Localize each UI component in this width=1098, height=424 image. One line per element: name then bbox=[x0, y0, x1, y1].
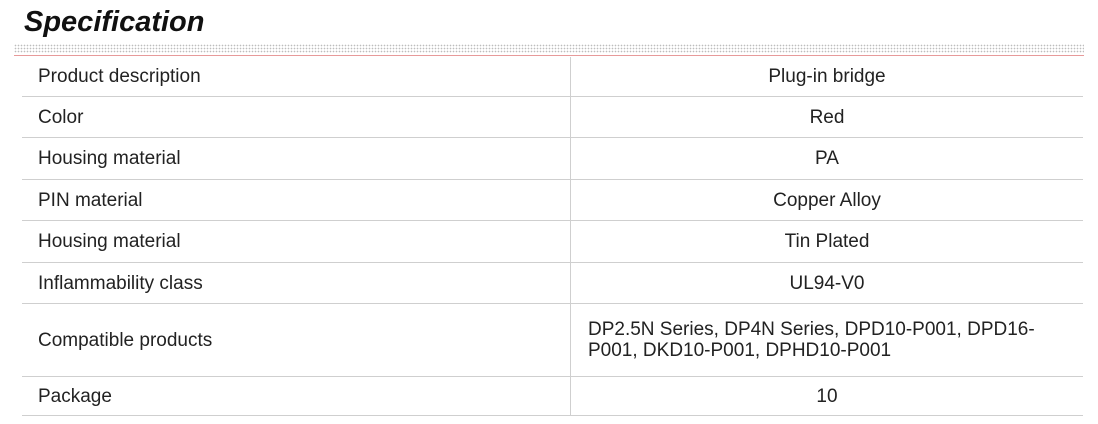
table-row: Package 10 bbox=[22, 376, 1083, 416]
spec-value: Copper Alloy bbox=[570, 179, 1083, 221]
table-row: Housing material Tin Plated bbox=[22, 220, 1083, 263]
spec-value: DP2.5N Series, DP4N Series, DPD10-P001, … bbox=[570, 303, 1083, 377]
spec-value: PA bbox=[570, 137, 1083, 180]
spec-value: Red bbox=[570, 96, 1083, 138]
table-row: Housing material PA bbox=[22, 137, 1083, 180]
spec-value: Tin Plated bbox=[570, 220, 1083, 263]
spec-value: Plug-in bridge bbox=[570, 57, 1083, 97]
table-row: PIN material Copper Alloy bbox=[22, 179, 1083, 221]
spec-value: 10 bbox=[570, 376, 1083, 416]
spec-value: UL94-V0 bbox=[570, 262, 1083, 304]
spec-label: Color bbox=[22, 96, 571, 138]
spec-label: Package bbox=[22, 376, 571, 416]
table-row: Compatible products DP2.5N Series, DP4N … bbox=[22, 303, 1083, 377]
specification-table: Product description Plug-in bridge Color… bbox=[22, 57, 1083, 416]
table-row: Product description Plug-in bridge bbox=[22, 57, 1083, 97]
spec-label: PIN material bbox=[22, 179, 571, 221]
spec-label: Product description bbox=[22, 57, 571, 97]
spec-label: Inflammability class bbox=[22, 262, 571, 304]
spec-label: Compatible products bbox=[22, 303, 571, 377]
dotted-divider bbox=[14, 44, 1084, 53]
page-title: Specification bbox=[24, 6, 205, 38]
spec-label: Housing material bbox=[22, 220, 571, 263]
table-row: Inflammability class UL94-V0 bbox=[22, 262, 1083, 304]
spec-label: Housing material bbox=[22, 137, 571, 180]
table-row: Color Red bbox=[22, 96, 1083, 138]
accent-rule bbox=[14, 55, 1084, 56]
